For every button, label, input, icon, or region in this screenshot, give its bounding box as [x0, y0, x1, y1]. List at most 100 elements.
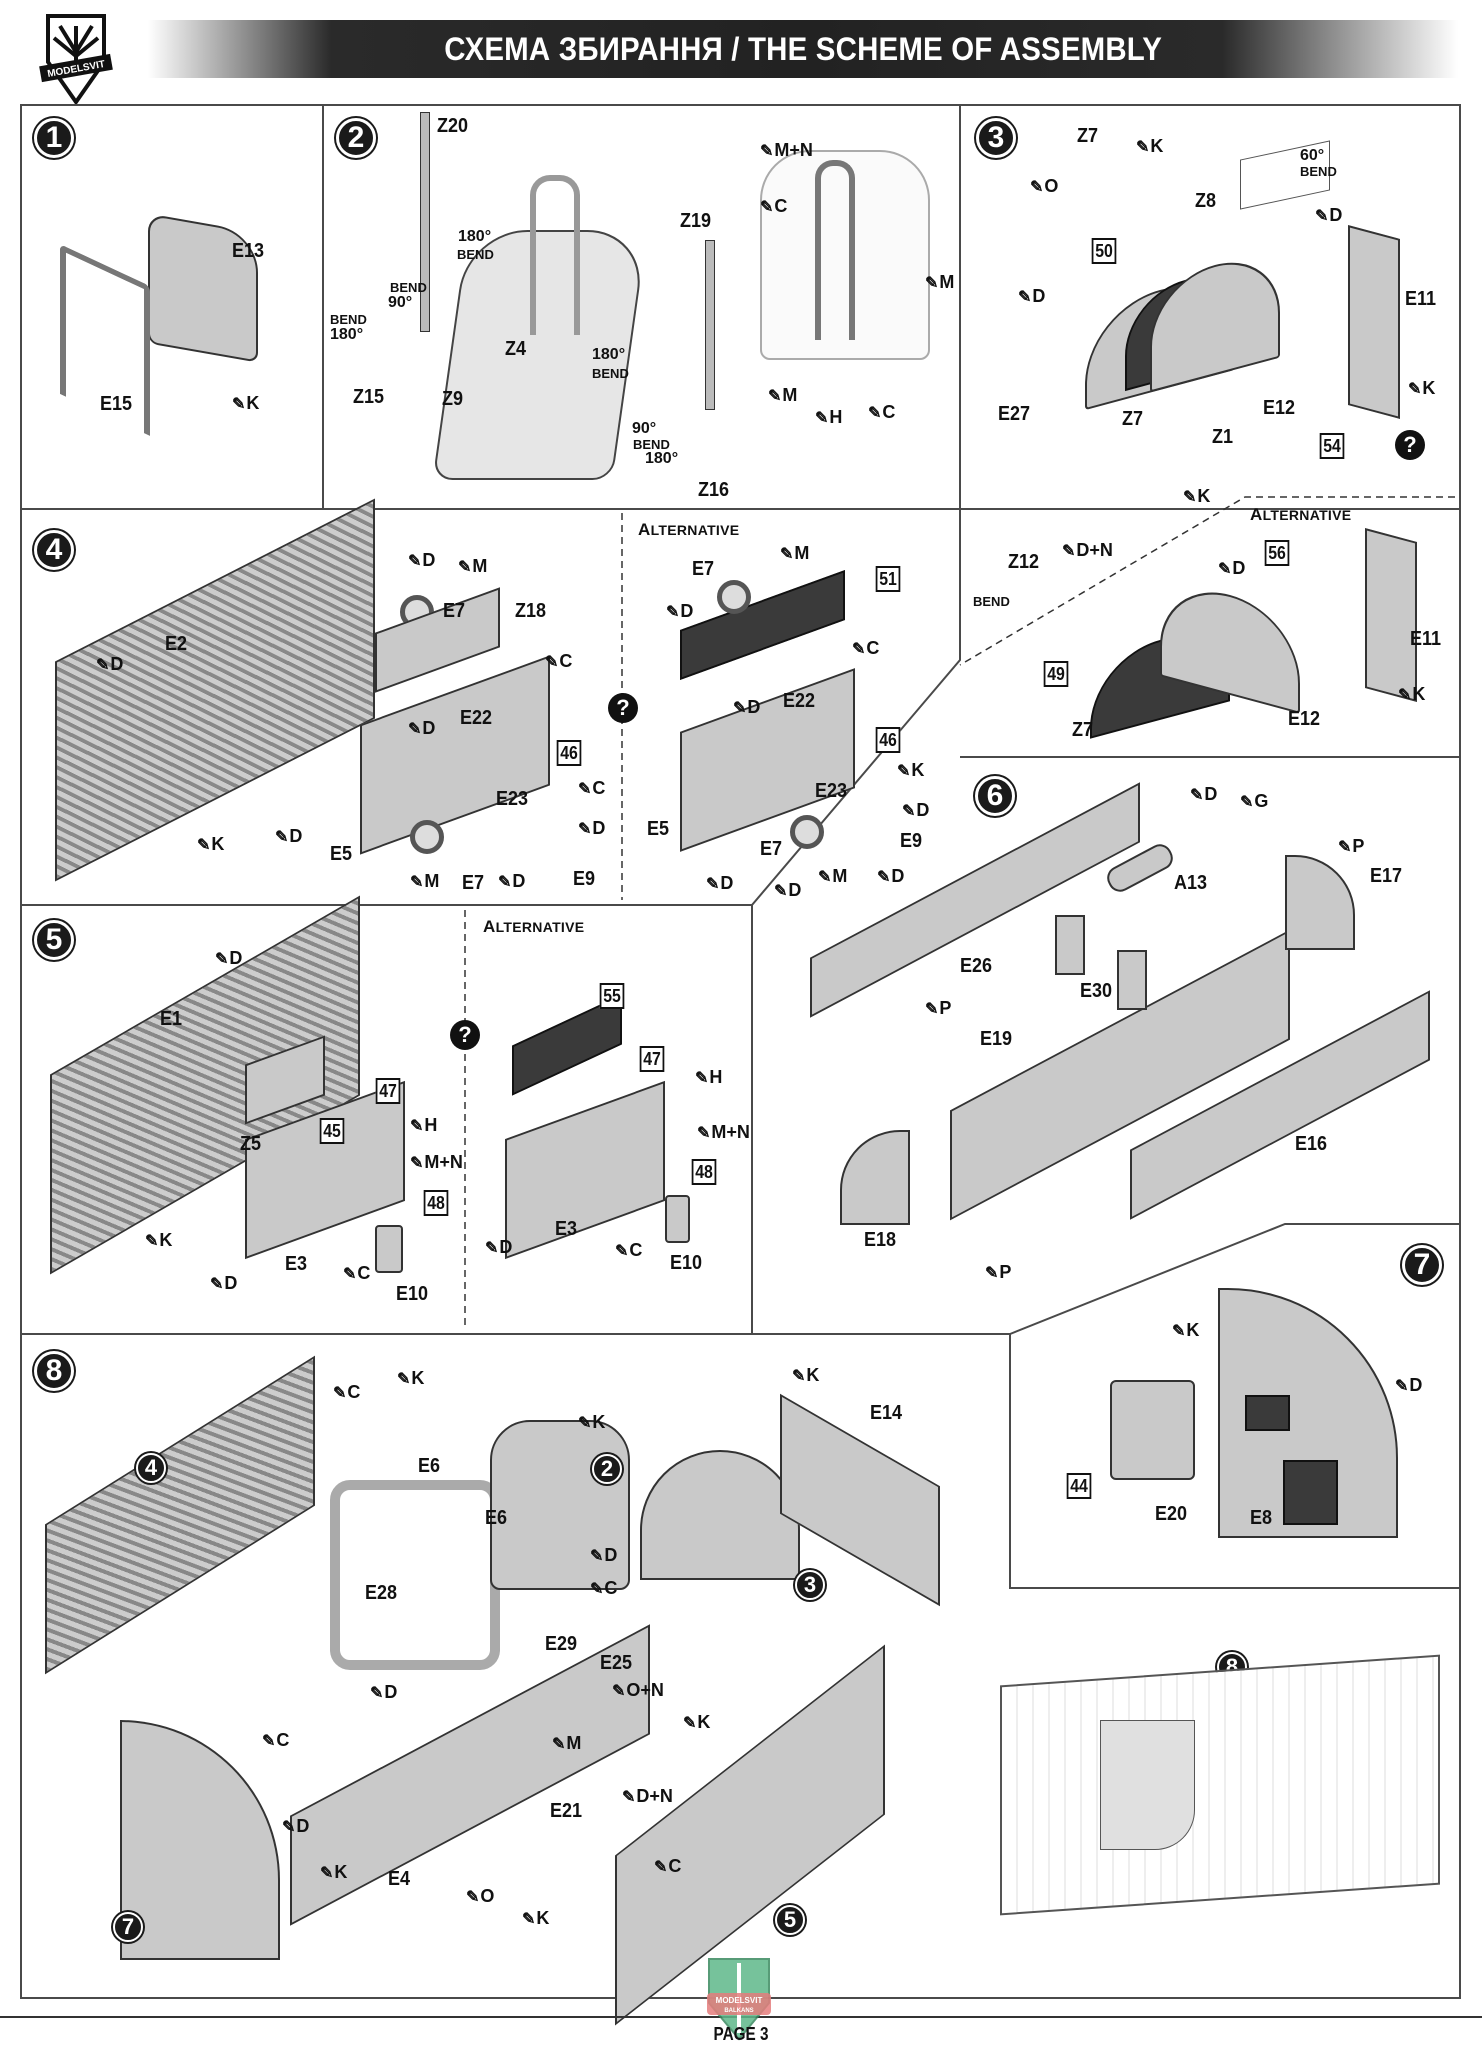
part-label-e6: E6 — [485, 1507, 508, 1529]
step-1-badge: 1 — [34, 118, 74, 158]
part-label-z5: Z5 — [240, 1133, 262, 1155]
paint-label-m: ✎M — [410, 871, 440, 891]
bracket-e26 — [1055, 915, 1085, 975]
part-label-z12: Z12 — [1008, 551, 1040, 573]
paint-label-k: ✎K — [1183, 486, 1211, 506]
part-label-e23: E23 — [496, 788, 529, 810]
paint-label-c: ✎C — [545, 651, 573, 671]
paint-label-m: ✎M — [552, 1733, 582, 1753]
part-label-e28: E28 — [365, 1582, 398, 1604]
paint-label-c: ✎C — [654, 1856, 682, 1876]
harness-strap-z19 — [705, 240, 715, 410]
paint-label-d: ✎D — [1315, 205, 1343, 225]
part-label-e12: E12 — [1288, 708, 1321, 730]
paint-label-m: ✎M — [768, 385, 798, 405]
paint-label-k: ✎K — [522, 1908, 550, 1928]
part-label-e7: E7 — [462, 872, 485, 894]
ref-step-7-badge: 7 — [113, 1912, 143, 1942]
handwheel-e7 — [410, 820, 444, 854]
paint-label-d: ✎D — [215, 948, 243, 968]
decal-55: 55 — [599, 983, 625, 1009]
part-label-e7: E7 — [443, 600, 466, 622]
part-label-e7: E7 — [760, 838, 783, 860]
paint-label-d: ✎D — [902, 800, 930, 820]
part-label-e9: E9 — [573, 868, 596, 890]
paint-label-c: ✎C — [262, 1730, 290, 1750]
step-4-badge: 4 — [34, 530, 74, 570]
part-label-e25: E25 — [600, 1652, 633, 1674]
paint-label-k: ✎K — [578, 1412, 606, 1432]
bend-angle-z8: 60° — [1300, 147, 1325, 164]
bend-angle-z19-bottom: 90° — [632, 420, 657, 437]
paint-label-d: ✎D — [1018, 286, 1046, 306]
paint-label-d: ✎D — [666, 601, 694, 621]
part-label-e30: E30 — [1080, 980, 1113, 1002]
paint-label-d: ✎D — [1190, 784, 1218, 804]
bend-caption: BEND — [633, 437, 670, 452]
paint-label-k: ✎K — [145, 1230, 173, 1250]
paint-label-d: ✎D — [282, 1816, 310, 1836]
paintbrush-icon: ✎ — [232, 396, 246, 413]
ref-step-5-badge: 5 — [775, 1905, 805, 1935]
paint-label-g: ✎G — [1240, 791, 1269, 811]
paint-label-m-n: ✎M+N — [760, 140, 813, 160]
part-label-e5: E5 — [647, 818, 670, 840]
part-label-e13: E13 — [232, 240, 265, 262]
paint-label-h: ✎H — [695, 1067, 723, 1087]
page-title: СХЕМА ЗБИРАННЯ / THE SCHEME OF ASSEMBLY — [444, 30, 1162, 67]
ref-step-4-badge: 4 — [136, 1453, 166, 1483]
bend-caption: BEND — [457, 247, 494, 262]
seat-assembly-2 — [490, 1420, 630, 1590]
part-label-z8: Z8 — [1195, 190, 1217, 212]
part-label-e11: E11 — [1405, 288, 1437, 310]
part-label-z7: Z7 — [1122, 408, 1144, 430]
step-5-badge: 5 — [34, 920, 74, 960]
title-banner: СХЕМА ЗБИРАННЯ / THE SCHEME OF ASSEMBLY — [148, 20, 1458, 78]
page-header: MODELSVIT СХЕМА ЗБИРАННЯ / THE SCHEME OF… — [0, 0, 1482, 104]
paint-label-d: ✎D — [578, 818, 606, 838]
step-2-badge: 2 — [336, 118, 376, 158]
part-label-e29: E29 — [545, 1633, 578, 1655]
part-label-e7: E7 — [692, 558, 715, 580]
frame-e28 — [330, 1480, 500, 1670]
paint-label-p: ✎P — [985, 1262, 1012, 1282]
decal-54: 54 — [1319, 433, 1345, 459]
paint-label-p: ✎P — [925, 998, 952, 1018]
shoulder-straps — [530, 175, 580, 335]
part-label-z4: Z4 — [505, 338, 527, 360]
console-e11 — [1348, 225, 1400, 419]
page-number: PAGE 3 — [713, 2024, 769, 2044]
part-label-e16: E16 — [1295, 1133, 1328, 1155]
paint-label-m-n: ✎M+N — [410, 1152, 463, 1172]
paint-label-d: ✎D — [210, 1273, 238, 1293]
handwheel-e7 — [790, 815, 824, 849]
part-label-e6: E6 — [418, 1455, 441, 1477]
paint-label-c: ✎C — [333, 1382, 361, 1402]
paint-label-k: ✎K — [197, 834, 225, 854]
part-label-e17: E17 — [1370, 865, 1403, 887]
bend-angle-z15: 180° — [330, 326, 364, 343]
paint-label-d: ✎D — [774, 880, 802, 900]
part-label-e9: E9 — [900, 830, 923, 852]
paint-label-d: ✎D — [275, 826, 303, 846]
part-label-z16: Z16 — [698, 479, 730, 501]
decal-47: 47 — [375, 1078, 401, 1104]
paint-label-d-n: ✎D+N — [1062, 540, 1113, 560]
alternative-caption: ALTERNATIVE — [483, 917, 585, 936]
part-label-e22: E22 — [783, 690, 816, 712]
part-label-e2: E2 — [165, 633, 188, 655]
part-label-e8: E8 — [1250, 1507, 1273, 1529]
part-label-e21: E21 — [550, 1800, 583, 1822]
decal-46: 46 — [875, 727, 901, 753]
bend-angle-z20-top: 180° — [458, 228, 492, 245]
decal-49: 49 — [1043, 661, 1069, 687]
paint-label-k: ✎K — [232, 393, 260, 413]
question-icon: ? — [450, 1020, 480, 1050]
ref-step-2-badge: 2 — [592, 1454, 622, 1484]
paint-label-d: ✎D — [877, 866, 905, 886]
bulkhead-assembly-7 — [120, 1720, 280, 1960]
console-e11-alt — [1365, 528, 1417, 702]
paint-label-d: ✎D — [96, 654, 124, 674]
paint-label-d: ✎D — [1395, 1375, 1423, 1395]
paint-label-k: ✎K — [1172, 1320, 1200, 1340]
